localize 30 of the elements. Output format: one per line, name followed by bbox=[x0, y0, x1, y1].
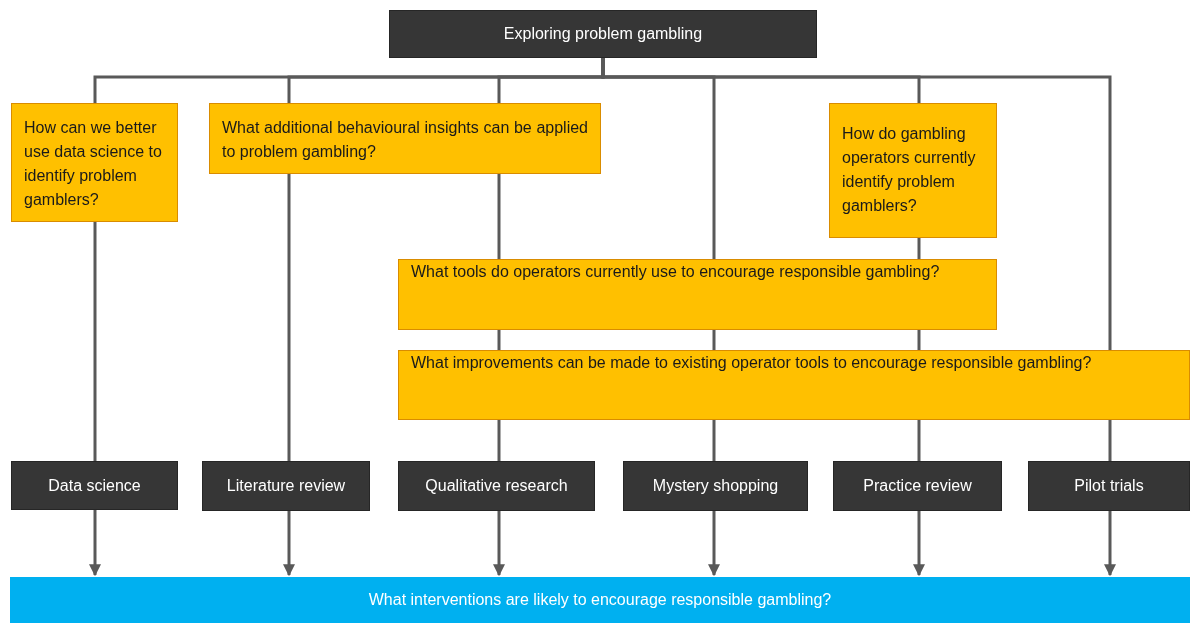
arrow bbox=[708, 511, 720, 577]
question-box: What tools do operators currently use to encourage responsible gambling? bbox=[398, 259, 997, 330]
connector-line bbox=[917, 420, 921, 461]
method-box: Practice review bbox=[833, 461, 1002, 511]
question-box: What improvements can be made to existing operator tools to encourage responsible gambling? bbox=[398, 350, 1190, 420]
method-box: Mystery shopping bbox=[623, 461, 808, 511]
connector-line bbox=[917, 330, 921, 350]
method-box: Literature review bbox=[202, 461, 370, 511]
method-box: Data science bbox=[11, 461, 178, 510]
arrow bbox=[283, 511, 295, 577]
arrow bbox=[493, 511, 505, 577]
connector-line bbox=[712, 420, 716, 461]
title-box: Exploring problem gambling bbox=[389, 10, 817, 58]
connector-line bbox=[497, 330, 501, 350]
connector-line bbox=[287, 174, 291, 461]
connector-line bbox=[712, 330, 716, 350]
connector-line bbox=[497, 174, 501, 259]
method-box: Pilot trials bbox=[1028, 461, 1190, 511]
connector-line bbox=[1108, 420, 1112, 461]
connector-line bbox=[917, 238, 921, 259]
connector-line bbox=[497, 420, 501, 461]
method-box: Qualitative research bbox=[398, 461, 595, 511]
question-box: How do gambling operators currently identify problem gamblers? bbox=[829, 103, 997, 238]
question-box: What additional behavioural insights can be applied to problem gambling? bbox=[209, 103, 601, 174]
connector-line bbox=[93, 222, 97, 461]
arrow bbox=[1104, 511, 1116, 577]
question-box: How can we better use data science to identify problem gamblers? bbox=[11, 103, 178, 222]
arrow bbox=[89, 510, 101, 577]
outcome-box: What interventions are likely to encourage responsible gambling? bbox=[10, 577, 1190, 623]
arrow bbox=[913, 511, 925, 577]
